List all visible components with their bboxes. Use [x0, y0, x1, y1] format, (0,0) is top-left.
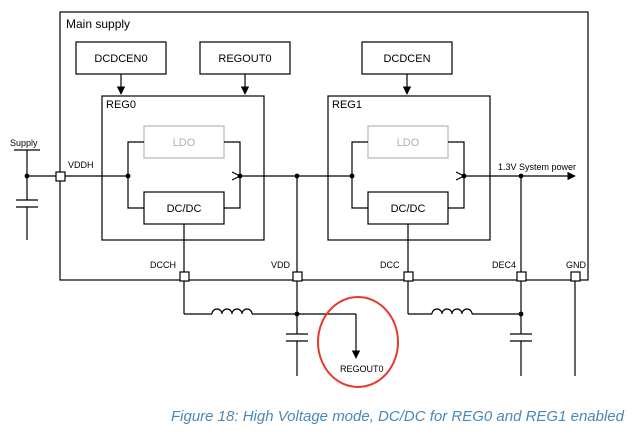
regout0-highlight: [317, 296, 399, 388]
regout0-ctrl-label: REGOUT0: [218, 53, 271, 65]
dcc-pin: [403, 271, 414, 282]
dcch-label: DCCH: [150, 260, 176, 270]
reg0-label: REG0: [106, 99, 136, 111]
reg1-label: REG1: [332, 99, 362, 111]
reg0-ldo-box: [143, 125, 225, 159]
reg0-box: [101, 95, 265, 241]
dec4-label: DEC4: [492, 260, 516, 270]
reg1-dcdc-label: DC/DC: [391, 203, 426, 215]
dcdcen-label: DCDCEN: [383, 53, 430, 65]
dec4-pin: [516, 271, 527, 282]
dcdcen-box: [361, 41, 453, 75]
reg0-ldo-label: LDO: [173, 137, 196, 149]
reg0-dcdc-label: DC/DC: [167, 203, 202, 215]
vddh-label: VDDH: [68, 160, 94, 170]
vdd-pin: [292, 271, 303, 282]
dcc-label: DCC: [380, 260, 400, 270]
regout0-out-label: REGOUT0: [340, 364, 384, 374]
vddh-pin: [55, 171, 66, 182]
dcdcen0-box: [75, 41, 167, 75]
gnd-label: GND: [566, 260, 587, 270]
main-supply-label: Main supply: [66, 17, 130, 31]
reg1-ldo-label: LDO: [397, 137, 420, 149]
dcdcen0-label: DCDCEN0: [94, 53, 147, 65]
supply-label: Supply: [10, 138, 38, 148]
dcch-pin: [179, 271, 190, 282]
figure-caption: Figure 18: High Voltage mode, DC/DC for …: [170, 408, 624, 425]
vdd-label: VDD: [271, 260, 291, 270]
system-power-label: 1.3V System power: [498, 162, 576, 172]
gnd-pin: [570, 271, 581, 282]
